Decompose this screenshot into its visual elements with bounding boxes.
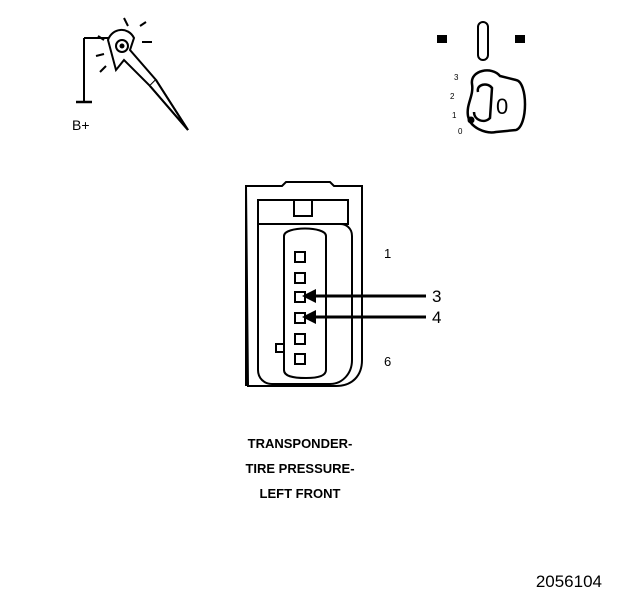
probe-arrow-pin-4 (302, 310, 426, 324)
probe-pin-label-3: 3 (432, 287, 441, 306)
pin-3 (294, 291, 306, 303)
ignition-position-3: 3 (454, 73, 459, 82)
connector-pins (294, 251, 306, 365)
pin-label-last: 6 (384, 354, 391, 369)
pin-label-first: 1 (384, 246, 391, 261)
pin-5 (294, 333, 306, 345)
supply-label: B+ (72, 117, 90, 133)
caption-line-2: TIRE PRESSURE- (245, 461, 355, 476)
test-lamp-icon (76, 17, 189, 131)
caption-line-3: LEFT FRONT (259, 486, 341, 501)
figure-number: 2056104 (535, 572, 602, 591)
ignition-position-1: 1 (452, 111, 457, 120)
caption-line-1: TRANSPONDER- (247, 436, 353, 451)
pin-4 (294, 312, 306, 324)
key-position-label: 0 (496, 94, 508, 119)
probe-arrow-pin-3 (302, 289, 426, 303)
pin-2 (294, 272, 306, 284)
pin-6 (294, 353, 306, 365)
ignition-switch-icon (437, 21, 527, 134)
probe-pin-label-4: 4 (432, 308, 441, 327)
ignition-position-0: 0 (458, 127, 463, 136)
pin-1 (294, 251, 306, 263)
ignition-position-2: 2 (450, 92, 455, 101)
connector-housing (244, 181, 363, 387)
